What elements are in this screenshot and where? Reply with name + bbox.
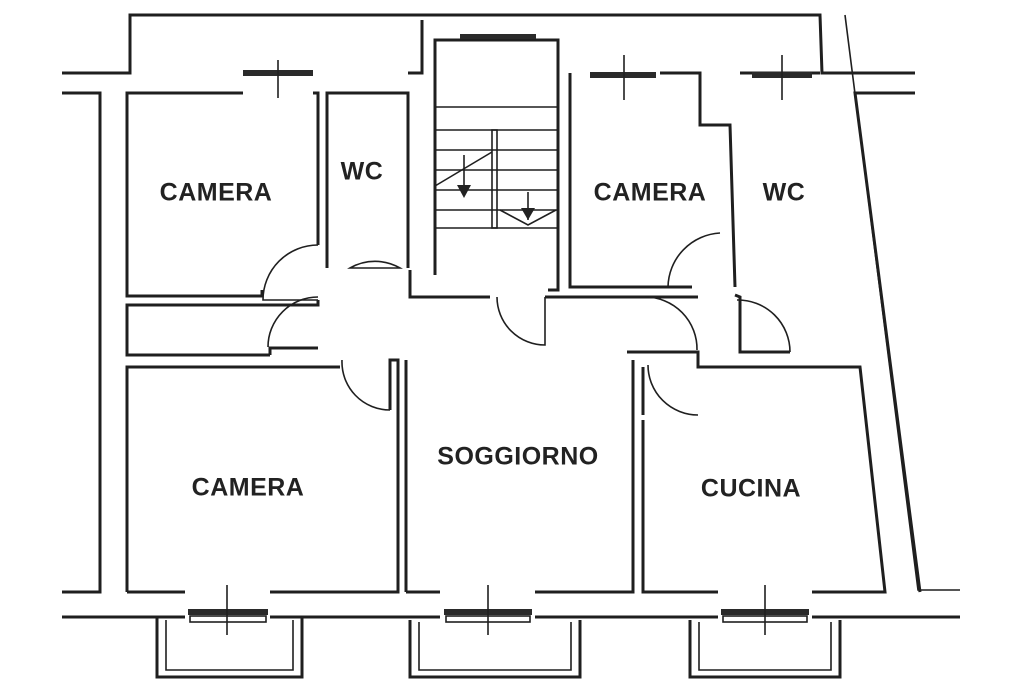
room-label-camera: CAMERA (159, 178, 273, 207)
room-label-cucina: CUCINA (700, 474, 802, 503)
outer-walls (62, 13, 960, 619)
balconies (155, 617, 842, 679)
room-walls (125, 20, 887, 594)
room-label-camera: CAMERA (593, 178, 707, 207)
room-label-camera: CAMERA (191, 473, 305, 502)
stairs (434, 106, 558, 229)
room-label-wc: WC (762, 178, 806, 207)
windows (188, 34, 812, 635)
room-label-soggiorno: SOGGIORNO (437, 442, 599, 471)
room-label-wc: WC (340, 157, 384, 186)
doors (262, 232, 791, 416)
